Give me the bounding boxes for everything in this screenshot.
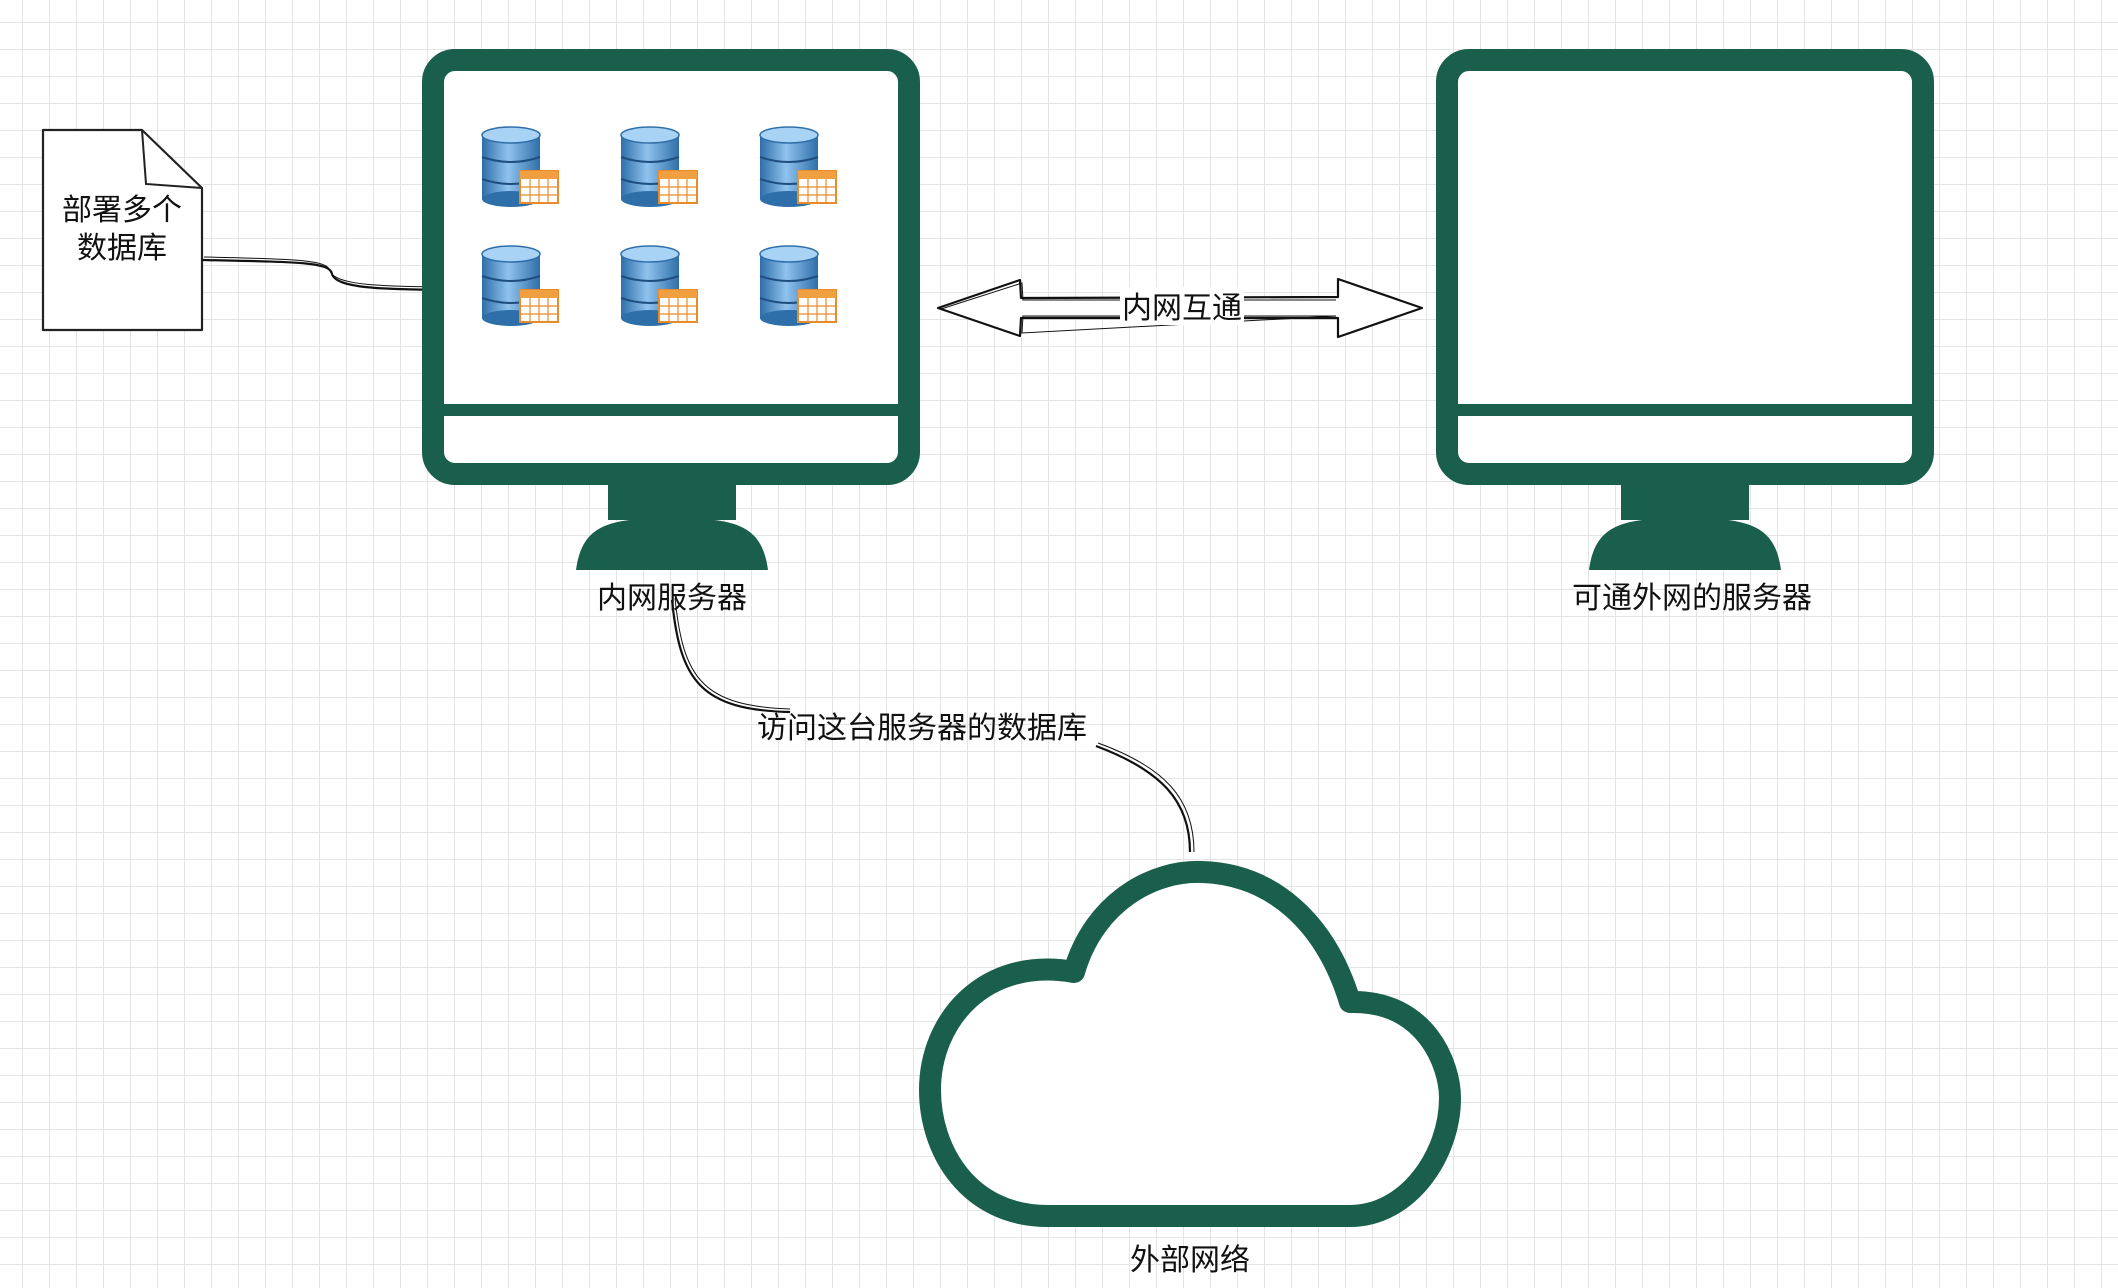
intranet-server-monitor[interactable]: [422, 49, 920, 570]
note-text-line1: 部署多个: [62, 193, 182, 228]
note-text-line2: 数据库: [77, 231, 167, 266]
cloud-label: 外部网络: [1130, 1243, 1250, 1278]
intranet-link-arrow: 内网互通: [936, 277, 1424, 339]
cloud-icon[interactable]: [919, 860, 1461, 1227]
internet-server-label: 可通外网的服务器: [1572, 581, 1812, 616]
access-connector: 访问这台服务器的数据库: [670, 597, 1195, 853]
access-connector-label: 访问这台服务器的数据库: [757, 711, 1087, 746]
internet-server-monitor[interactable]: [1436, 49, 1934, 570]
intranet-link-label: 内网互通: [1122, 291, 1242, 326]
note-document[interactable]: 部署多个 数据库: [41, 128, 204, 332]
intranet-server-label: 内网服务器: [597, 581, 747, 616]
